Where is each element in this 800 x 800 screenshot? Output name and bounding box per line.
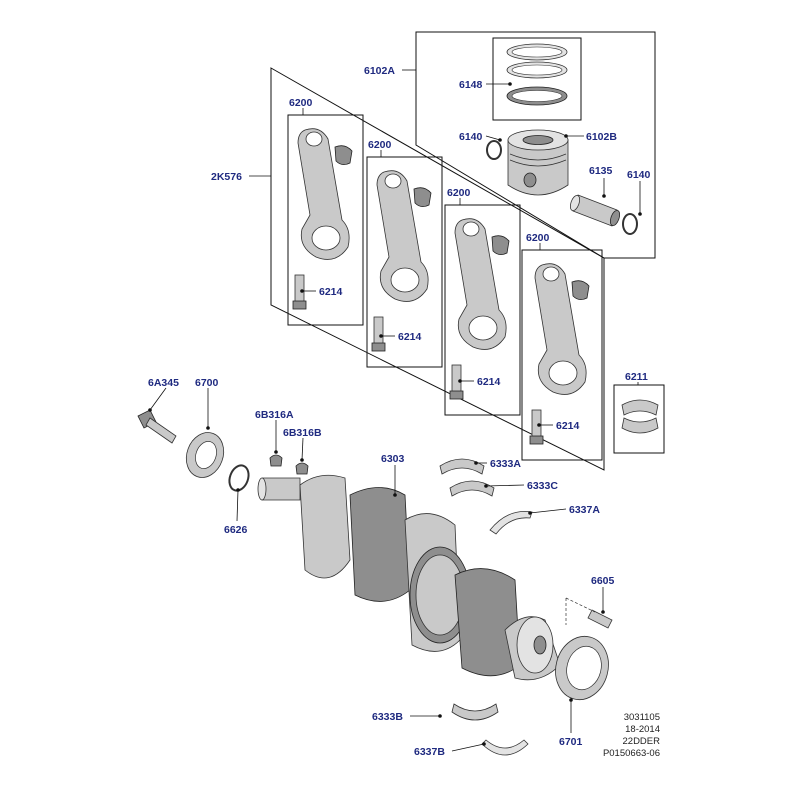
connecting-rod-drawing-4 <box>529 263 590 445</box>
footer-line-2: 18-2014 <box>625 724 660 735</box>
label-6140-right: 6140 <box>627 169 651 181</box>
label-6B316B: 6B316B <box>283 427 322 439</box>
footer-line-3: 22DDER <box>622 736 661 747</box>
piston-group-frame <box>415 31 656 259</box>
label-6605: 6605 <box>591 575 615 587</box>
label-6B316A: 6B316A <box>255 409 294 421</box>
label-6214-rod-4: 6214 <box>556 420 580 432</box>
label-6214-rod-2: 6214 <box>398 331 422 343</box>
label-6337A: 6337A <box>569 504 600 516</box>
label-6214-rod-1: 6214 <box>319 286 343 298</box>
label-6211: 6211 <box>625 371 648 383</box>
rear-seal-6701-drawing <box>555 635 609 701</box>
label-6135: 6135 <box>589 165 613 177</box>
connecting-rod-drawing-1 <box>292 128 353 310</box>
bearing-shell-6333B-drawing <box>451 703 499 721</box>
label-6200-rod-3: 6200 <box>447 187 471 199</box>
label-6214-rod-3: 6214 <box>477 376 501 388</box>
key-6B316B-drawing <box>295 462 309 475</box>
diagram-footer: 3031105 18-2014 22DDER P0150663-06 <box>590 712 660 760</box>
label-6200-rod-2: 6200 <box>368 139 392 151</box>
crankshaft-drawing <box>257 474 561 681</box>
label-6303: 6303 <box>381 453 405 465</box>
piston-rings-drawing <box>506 43 568 106</box>
connecting-rod-drawing-2 <box>371 170 432 352</box>
label-6140-left: 6140 <box>459 131 483 143</box>
key-6B316A-drawing <box>269 454 283 467</box>
bolt-6A345-drawing <box>137 409 177 444</box>
label-6333A: 6333A <box>490 458 521 470</box>
label-6102B: 6102B <box>586 131 617 143</box>
label-6333B: 6333B <box>372 711 403 723</box>
bearing-shell-6211-drawing <box>621 399 659 434</box>
footer-line-1: 3031105 <box>623 712 660 723</box>
seal-6700-drawing <box>185 432 225 478</box>
snap-ring-left-drawing <box>486 140 502 160</box>
label-6700: 6700 <box>195 377 219 389</box>
connecting-rod-group-frame <box>270 67 605 471</box>
ring-6626-drawing <box>228 464 250 492</box>
rod-frame-4 <box>521 249 603 461</box>
piston-rings-frame <box>492 37 582 121</box>
footer-line-4: P0150663-06 <box>602 748 660 759</box>
thrust-washer-6337B-drawing <box>481 739 529 756</box>
label-6148: 6148 <box>459 79 483 91</box>
label-6337B: 6337B <box>414 746 445 758</box>
pilot-pin-6605-drawing <box>565 597 613 629</box>
snap-ring-right-drawing <box>622 213 638 235</box>
rod-frame-3 <box>444 204 521 416</box>
connecting-rod-drawing-3 <box>449 218 510 400</box>
label-2K576: 2K576 <box>211 171 242 183</box>
label-6A345: 6A345 <box>148 377 179 389</box>
bearing-shell-6333A-drawing <box>439 458 485 475</box>
label-6626: 6626 <box>224 524 248 536</box>
label-6102A: 6102A <box>364 65 395 77</box>
leader-lines <box>148 69 642 752</box>
label-6333C: 6333C <box>527 480 558 492</box>
bearing-shell-6211-frame <box>613 384 665 454</box>
bearing-shell-6333C-drawing <box>449 480 495 497</box>
piston-pin-drawing <box>569 194 621 227</box>
label-6200-rod-4: 6200 <box>526 232 550 244</box>
thrust-washer-6337A-drawing <box>489 511 533 535</box>
rod-frame-2 <box>366 156 443 368</box>
piston-drawing <box>507 129 569 196</box>
label-6701: 6701 <box>559 736 583 748</box>
label-6200-rod-1: 6200 <box>289 97 313 109</box>
rod-frame-1 <box>287 114 364 326</box>
